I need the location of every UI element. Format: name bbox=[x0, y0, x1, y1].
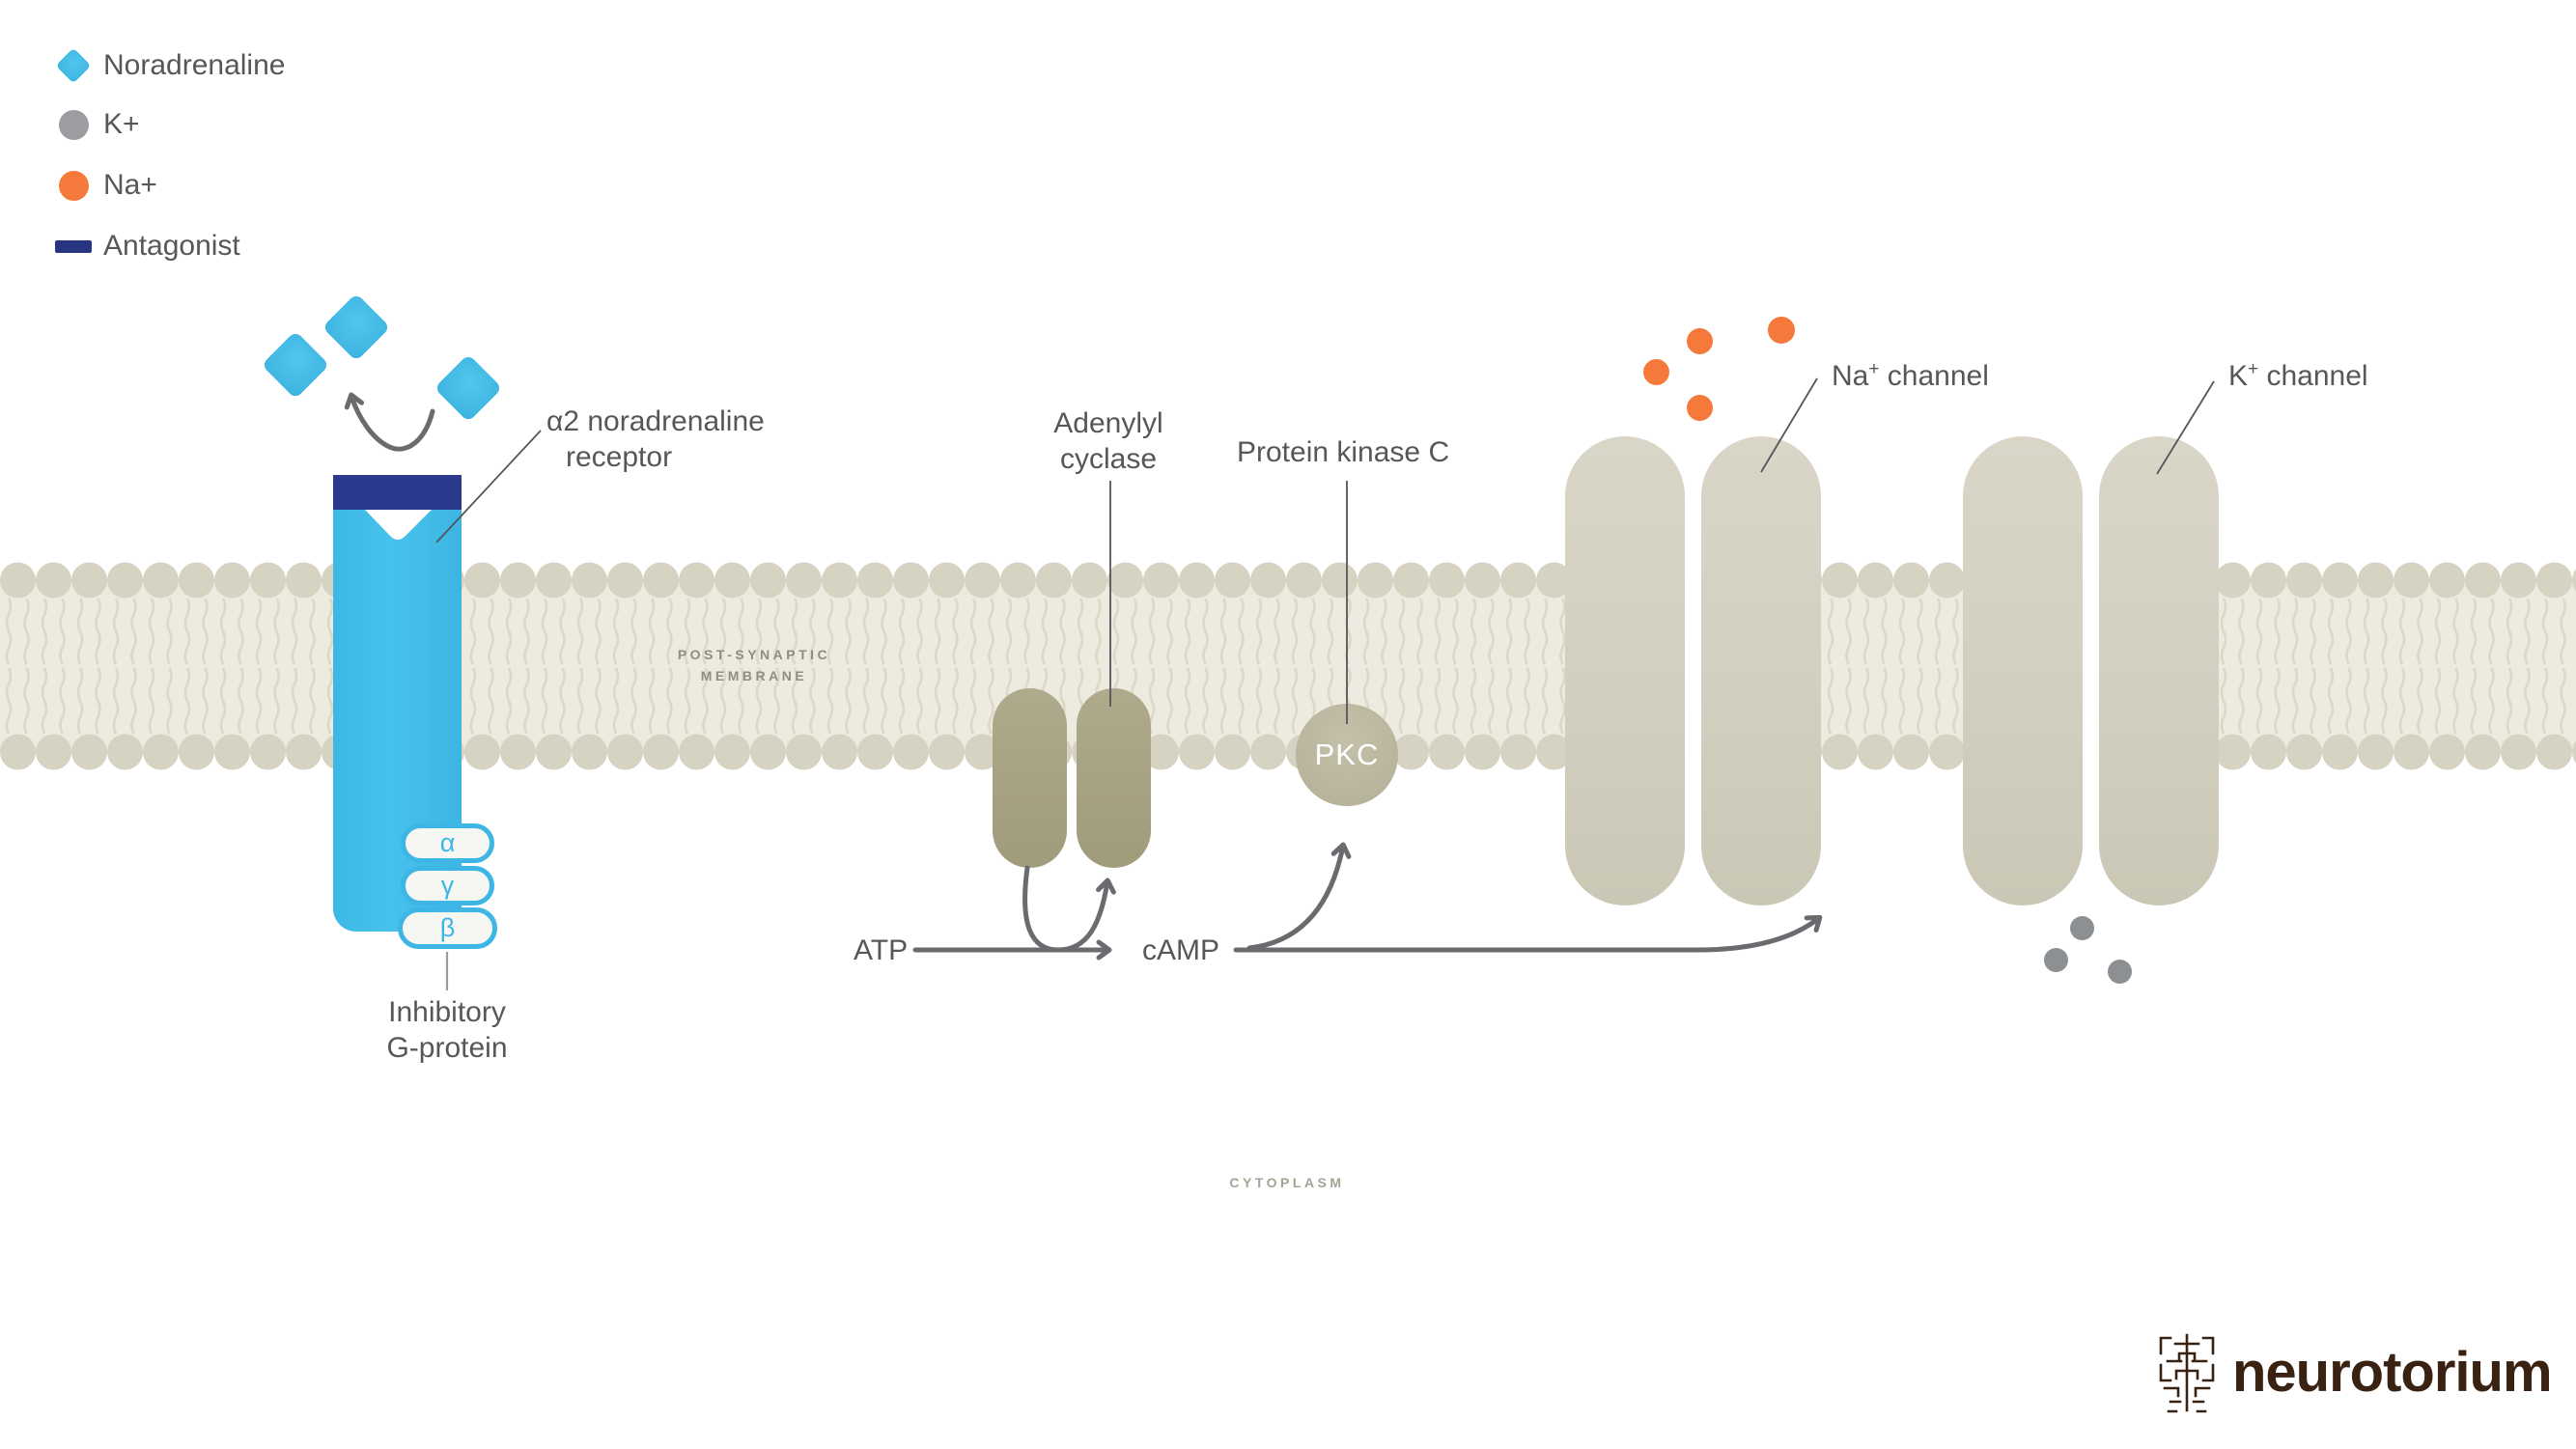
potassium-ion bbox=[2070, 916, 2094, 940]
g-protein-label: Inhibitory G-protein bbox=[386, 996, 508, 1064]
membrane-label: POST-SYNAPTIC MEMBRANE bbox=[677, 647, 831, 683]
legend-label: Noradrenaline bbox=[103, 49, 286, 81]
atp-label: ATP bbox=[854, 934, 909, 966]
na-channel-subunit bbox=[1701, 436, 1821, 906]
noradrenaline-molecule bbox=[322, 293, 391, 362]
neurotorium-logo: neurotorium bbox=[2155, 1330, 2553, 1415]
potassium-ion-icon bbox=[58, 109, 89, 140]
receptor-binding-notch bbox=[365, 510, 432, 540]
sodium-ion bbox=[1687, 328, 1713, 354]
sodium-ion bbox=[1768, 317, 1795, 344]
k-channel-label: K+ channel bbox=[2228, 359, 2368, 392]
legend-label: K+ bbox=[103, 108, 140, 140]
noradrenaline-diamond-icon bbox=[55, 47, 92, 84]
sodium-ion bbox=[1687, 395, 1713, 421]
adenylyl-cyclase-loop-arrow bbox=[1022, 865, 1116, 953]
legend-item-antagonist: Antagonist bbox=[43, 227, 240, 265]
adenylyl-cyclase-subunit bbox=[1077, 688, 1151, 868]
legend-label: Antagonist bbox=[103, 230, 240, 262]
receptor-label-line2: receptor bbox=[566, 441, 673, 473]
legend-item-sodium: Na+ bbox=[43, 166, 157, 205]
adenylyl-cyclase-label: Adenylyl cyclase bbox=[1053, 407, 1163, 475]
na-channel-subunit bbox=[1565, 436, 1685, 906]
receptor-label: α2 noradrenaline bbox=[546, 405, 765, 437]
sodium-ion bbox=[1643, 359, 1669, 385]
camp-to-na-channel-arrow bbox=[1233, 914, 1823, 953]
brain-maze-icon bbox=[2159, 1333, 2215, 1413]
sodium-ion-icon bbox=[58, 170, 89, 201]
antagonist-bar-icon bbox=[55, 239, 92, 253]
legend-item-noradrenaline: Noradrenaline bbox=[43, 46, 285, 85]
antagonist-blocker-cap bbox=[333, 475, 462, 510]
k-channel-subunit bbox=[1963, 436, 2083, 906]
camp-label: cAMP bbox=[1142, 934, 1220, 966]
potassium-ion bbox=[2044, 948, 2068, 972]
pkc-label: Protein kinase C bbox=[1237, 436, 1450, 468]
g-protein-gamma-subunit: γ bbox=[401, 866, 494, 906]
g-protein-alpha-subunit: α bbox=[401, 823, 494, 863]
g-protein-beta-subunit: β bbox=[398, 907, 497, 949]
adenylyl-cyclase-subunit bbox=[993, 688, 1067, 868]
camp-to-pkc-arrow bbox=[1246, 842, 1352, 951]
potassium-ion bbox=[2108, 960, 2132, 984]
noradrenaline-molecule bbox=[261, 330, 330, 400]
noradrenaline-release-arrow bbox=[344, 392, 435, 452]
cytoplasm-label: CYTOPLASM bbox=[1229, 1175, 1345, 1190]
logo-wordmark: neurotorium bbox=[2232, 1341, 2553, 1404]
na-channel-label: Na+ channel bbox=[1832, 359, 1989, 392]
noradrenaline-molecule bbox=[434, 353, 503, 423]
k-channel-subunit bbox=[2099, 436, 2219, 906]
legend-label: Na+ bbox=[103, 169, 157, 201]
pkc-enzyme: PKC bbox=[1296, 704, 1398, 806]
legend-item-potassium: K+ bbox=[43, 105, 140, 144]
